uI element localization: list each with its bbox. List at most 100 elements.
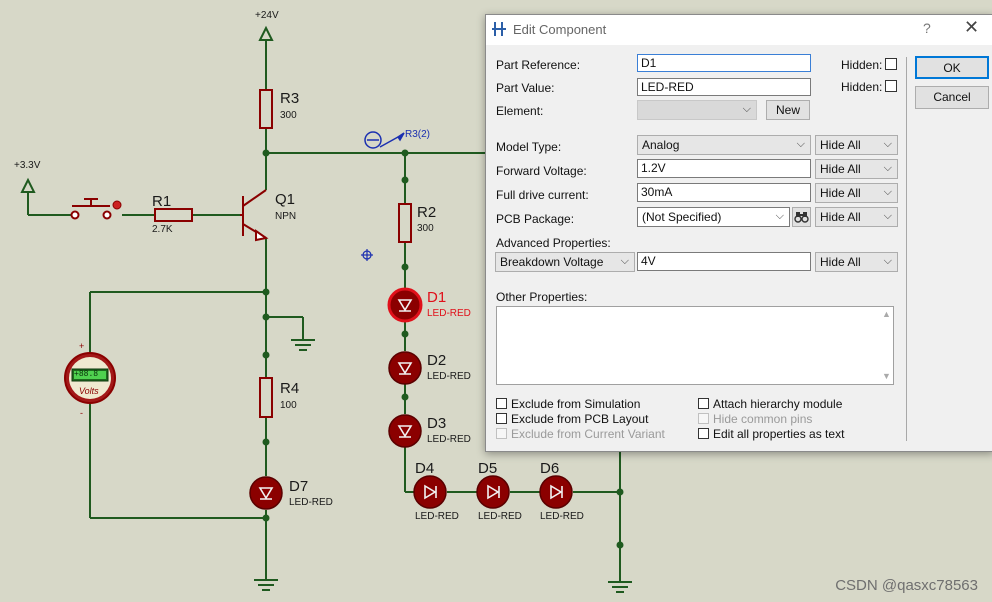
- transistor-q1: [240, 189, 269, 242]
- d4-ref[interactable]: D4: [415, 460, 435, 477]
- d2-ref[interactable]: D2: [427, 352, 447, 369]
- ok-button[interactable]: OK: [915, 56, 989, 79]
- voltmeter-unit: Volts: [79, 386, 99, 396]
- dialog-separator: [906, 57, 907, 441]
- r3-value: 300: [280, 110, 297, 121]
- resistor-r2: [398, 203, 412, 243]
- led-d1[interactable]: [387, 287, 423, 323]
- probe-label: R3(2): [405, 129, 431, 140]
- r4-value: 100: [280, 400, 297, 411]
- led-d3[interactable]: [388, 414, 422, 448]
- advanced-property-select[interactable]: Breakdown Voltage⌵: [495, 252, 635, 272]
- element-label: Element:: [496, 104, 544, 118]
- r2-value: 300: [417, 223, 434, 234]
- power-terminal-24v: [258, 25, 274, 41]
- d6-ref[interactable]: D6: [540, 460, 560, 477]
- resistor-r4: [259, 377, 273, 418]
- voltage-probe: [364, 131, 405, 149]
- part-reference-field[interactable]: D1: [637, 54, 811, 72]
- part-reference-label: Part Reference:: [496, 58, 581, 72]
- d5-ref[interactable]: D5: [478, 460, 498, 477]
- ground-symbols: [254, 339, 632, 593]
- advanced-property-visibility-select[interactable]: Hide All ⌵: [815, 252, 898, 272]
- d7-ref[interactable]: D7: [289, 478, 309, 495]
- d1-ref[interactable]: D1: [427, 289, 447, 306]
- scroll-down-icon[interactable]: ▼: [882, 371, 891, 381]
- forward-voltage-label: Forward Voltage:: [496, 164, 587, 178]
- r4-ref[interactable]: R4: [280, 380, 300, 397]
- supply-label-3v3: +3.3V: [14, 160, 41, 171]
- d1-value: LED-RED: [427, 308, 471, 319]
- hide-common-pins-label: Hide common pins: [713, 412, 813, 426]
- d3-value: LED-RED: [427, 434, 471, 445]
- chevron-down-icon: ⌵: [796, 138, 805, 150]
- forward-voltage-visibility-select[interactable]: Hide All⌵: [815, 159, 898, 179]
- d2-value: LED-RED: [427, 371, 471, 382]
- model-type-visibility-select[interactable]: Hide All⌵: [815, 135, 898, 155]
- part-reference-hidden-checkbox[interactable]: [885, 58, 897, 70]
- forward-voltage-field[interactable]: 1.2V: [637, 159, 811, 178]
- origin-marker: [361, 249, 373, 261]
- full-drive-current-field[interactable]: 30mA: [637, 183, 811, 202]
- led-d6[interactable]: [539, 475, 573, 509]
- exclude-simulation-label[interactable]: Exclude from Simulation: [511, 397, 641, 411]
- r2-ref[interactable]: R2: [417, 204, 437, 221]
- other-properties-textarea[interactable]: [496, 306, 894, 385]
- q1-ref[interactable]: Q1: [275, 191, 296, 208]
- edit-component-dialog: Edit Component ? ✕ Part Reference: D1 Hi…: [485, 14, 992, 452]
- exclude-simulation-checkbox[interactable]: [496, 398, 507, 409]
- element-select[interactable]: ⌵: [637, 100, 757, 120]
- exclude-variant-checkbox: [496, 428, 507, 439]
- voltmeter-display: +88.8: [74, 369, 99, 378]
- close-icon[interactable]: ✕: [964, 17, 980, 37]
- cancel-button[interactable]: Cancel: [915, 86, 989, 109]
- exclude-pcb-checkbox[interactable]: [496, 413, 507, 424]
- full-drive-current-visibility-select[interactable]: Hide All⌵: [815, 183, 898, 203]
- pcb-package-visibility: Hide All: [820, 210, 861, 224]
- scroll-up-icon[interactable]: ▲: [882, 309, 891, 319]
- help-icon[interactable]: ?: [923, 20, 931, 36]
- led-d4[interactable]: [413, 475, 447, 509]
- advanced-properties-label: Advanced Properties:: [496, 236, 611, 250]
- part-value-field[interactable]: LED-RED: [637, 78, 811, 96]
- browse-package-button[interactable]: [792, 207, 811, 227]
- attach-hierarchy-checkbox[interactable]: [698, 398, 709, 409]
- advanced-property-field[interactable]: 4V: [637, 252, 811, 271]
- led-d5[interactable]: [476, 475, 510, 509]
- chevron-down-icon: ⌵: [883, 210, 892, 222]
- other-properties-scrollbar[interactable]: ▲ ▼: [879, 307, 893, 384]
- r1-ref[interactable]: R1: [152, 193, 172, 210]
- r1-value: 2.7K: [152, 224, 173, 235]
- part-value-label: Part Value:: [496, 81, 555, 95]
- model-type-select[interactable]: Analog ⌵: [637, 135, 811, 155]
- chevron-down-icon: ⌵: [742, 103, 751, 115]
- d3-ref[interactable]: D3: [427, 415, 447, 432]
- advanced-property-visibility: Hide All: [820, 255, 861, 269]
- exclude-pcb-label[interactable]: Exclude from PCB Layout: [511, 412, 649, 426]
- junction-dots: [262, 149, 624, 549]
- watermark: CSDN @qasxc78563: [835, 577, 978, 594]
- part-value-hidden-checkbox[interactable]: [885, 80, 897, 92]
- chevron-down-icon: ⌵: [883, 162, 892, 174]
- full-drive-current-label: Full drive current:: [496, 188, 589, 202]
- q1-value: NPN: [275, 211, 297, 222]
- dialog-titlebar[interactable]: Edit Component ? ✕: [486, 15, 992, 45]
- pcb-package-label: PCB Package:: [496, 212, 575, 226]
- new-button[interactable]: New: [766, 100, 810, 120]
- edit-all-text-label[interactable]: Edit all properties as text: [713, 427, 845, 441]
- exclude-variant-label: Exclude from Current Variant: [511, 427, 665, 441]
- voltmeter: [64, 352, 116, 404]
- led-d7[interactable]: [249, 476, 283, 510]
- model-type-value: Analog: [642, 138, 680, 152]
- pcb-package-visibility-select[interactable]: Hide All ⌵: [815, 207, 898, 227]
- attach-hierarchy-label[interactable]: Attach hierarchy module: [713, 397, 843, 411]
- led-d2[interactable]: [388, 351, 422, 385]
- model-type-label: Model Type:: [496, 140, 562, 154]
- pcb-package-select[interactable]: (Not Specified)⌵: [637, 207, 790, 227]
- chevron-down-icon: ⌵: [883, 255, 892, 267]
- component-icon: [492, 22, 506, 36]
- edit-all-text-checkbox[interactable]: [698, 428, 709, 439]
- chevron-down-icon: ⌵: [883, 138, 892, 150]
- r3-ref[interactable]: R3: [280, 90, 300, 107]
